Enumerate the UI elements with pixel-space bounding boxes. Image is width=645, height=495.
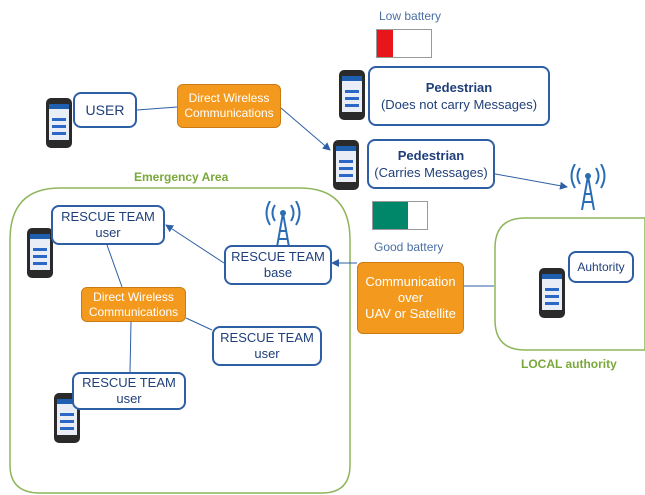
uav-line2: over bbox=[397, 290, 424, 305]
local-authority-outline bbox=[494, 217, 645, 351]
pedestrian-carries-messages: Pedestrian (Carries Messages) bbox=[367, 139, 495, 189]
direct-wireless-top-line1: Direct Wireless bbox=[188, 91, 270, 105]
uav-satellite-node: Communication over UAV or Satellite bbox=[357, 262, 464, 334]
direct-wireless-area-line1: Direct Wireless bbox=[93, 289, 174, 304]
direct-wireless-area: Direct Wireless Communications bbox=[81, 287, 186, 322]
authority-label: Auhtority bbox=[577, 260, 625, 274]
pedestrian-1-title: Pedestrian bbox=[425, 80, 493, 95]
pedestrian-no-messages: Pedestrian (Does not carry Messages) bbox=[368, 66, 550, 126]
rescue-base-line1: RESCUE TEAM bbox=[231, 249, 325, 264]
direct-wireless-top-line2: Communications bbox=[184, 106, 274, 120]
user-node-label: USER bbox=[85, 102, 125, 118]
pedestrian-1-phone-icon bbox=[339, 70, 365, 120]
good-battery-indicator bbox=[372, 201, 428, 230]
antenna-tower-icon bbox=[570, 164, 606, 211]
rescue-user-3-node: RESCUE TEAM user bbox=[72, 372, 186, 410]
user-phone-icon bbox=[46, 98, 72, 148]
good-battery-label: Good battery bbox=[374, 240, 444, 254]
emergency-area-label: Emergency Area bbox=[134, 170, 229, 184]
rescue-user-1-phone-icon bbox=[27, 228, 53, 278]
rescue-user-2-line2: user bbox=[254, 346, 280, 361]
rescue-user-3-line1: RESCUE TEAM bbox=[82, 375, 176, 390]
good-battery-fill bbox=[373, 202, 409, 229]
low-battery-label: Low battery bbox=[379, 9, 442, 23]
pedestrian-2-sub: (Carries Messages) bbox=[374, 165, 488, 180]
rescue-base-node: RESCUE TEAM base bbox=[224, 245, 332, 285]
pedestrian-1-sub: (Does not carry Messages) bbox=[380, 97, 538, 112]
direct-wireless-top: Direct Wireless Communications bbox=[177, 84, 281, 128]
direct-wireless-area-line2: Communications bbox=[88, 304, 179, 319]
authority-node: Auhtority bbox=[568, 251, 634, 283]
low-battery-fill bbox=[377, 30, 394, 57]
uav-line1: Communication bbox=[365, 274, 456, 289]
pedestrian-2-title: Pedestrian bbox=[397, 148, 465, 163]
user-node: USER bbox=[73, 92, 137, 128]
pedestrian-2-phone-icon bbox=[333, 140, 359, 190]
emergency-area-outline bbox=[9, 187, 351, 494]
rescue-user-1-line1: RESCUE TEAM bbox=[61, 209, 155, 224]
authority-phone-icon bbox=[539, 268, 565, 318]
rescue-user-2-line1: RESCUE TEAM bbox=[220, 330, 314, 345]
uav-line3: UAV or Satellite bbox=[365, 306, 456, 321]
local-authority-label: LOCAL authority bbox=[521, 357, 617, 371]
rescue-user-1-line2: user bbox=[95, 225, 121, 240]
rescue-user-3-line2: user bbox=[116, 391, 142, 406]
base-tower-icon bbox=[265, 201, 301, 248]
rescue-user-1-node: RESCUE TEAM user bbox=[51, 205, 165, 245]
low-battery-indicator bbox=[376, 29, 432, 58]
rescue-user-2-node: RESCUE TEAM user bbox=[212, 326, 322, 366]
rescue-base-line2: base bbox=[263, 265, 293, 280]
